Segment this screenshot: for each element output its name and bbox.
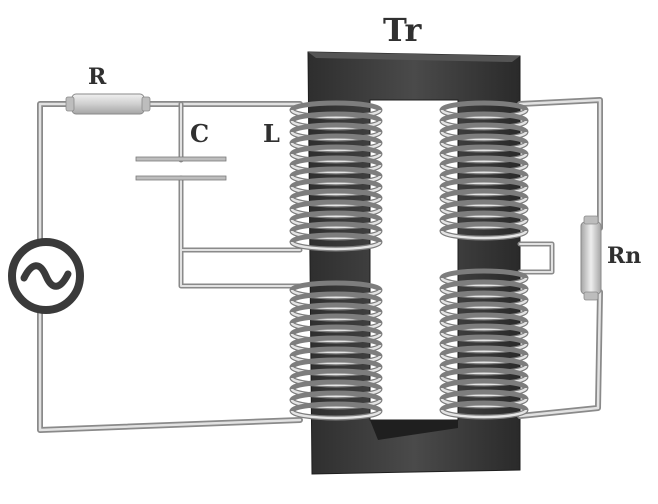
coil-turn-highlight [290, 333, 382, 343]
coil-turn-highlight [290, 153, 382, 163]
coil-turn-highlight [290, 230, 382, 240]
coil-turn-highlight [290, 208, 382, 218]
coil-turn-highlight [440, 365, 528, 375]
coil-turn-highlight [440, 153, 528, 163]
coil-turn-highlight [440, 109, 528, 119]
coil-turn-highlight [440, 354, 528, 364]
capacitor-c [135, 156, 227, 181]
coil-turn-highlight [440, 376, 528, 386]
coil-turn-highlight [290, 197, 382, 207]
coil-turn-highlight [290, 300, 382, 310]
coil-turn-highlight [440, 142, 528, 152]
load-resistor-rn [580, 215, 602, 301]
coil-turn-highlight [440, 299, 528, 309]
coil-turn-highlight [290, 109, 382, 119]
coil-turn-highlight [290, 219, 382, 229]
coil-turn-highlight [440, 164, 528, 174]
coil-turn-highlight [290, 186, 382, 196]
coil-turn-highlight [290, 131, 382, 141]
coil-turn-highlight [290, 410, 382, 420]
primary-coil [289, 100, 383, 421]
coil-turn-highlight [290, 399, 382, 409]
load-resistor-label: Rn [607, 243, 642, 269]
coil-turn-highlight [440, 332, 528, 342]
coil-turn-highlight [290, 322, 382, 332]
coil-turn-highlight [440, 277, 528, 287]
coil-turn-highlight [290, 289, 382, 299]
coil-turn-highlight [440, 175, 528, 185]
coil-turn-highlight [440, 310, 528, 320]
coil-turn-highlight [290, 311, 382, 321]
coil-turn-highlight [290, 164, 382, 174]
transformer-label: Tr [383, 11, 422, 49]
coil-turn-highlight [440, 230, 528, 240]
resistor-label: R [88, 64, 107, 90]
coil-turn-highlight [440, 398, 528, 408]
coil-turn-highlight [290, 366, 382, 376]
coil-turn-highlight [440, 131, 528, 141]
coil-turn-highlight [290, 120, 382, 130]
coil-turn-highlight [290, 344, 382, 354]
coil-turn-highlight [440, 343, 528, 353]
coil-turn-highlight [440, 321, 528, 331]
coil-turn-highlight [290, 377, 382, 387]
coil-turn-highlight [290, 142, 382, 152]
secondary-coil [439, 100, 529, 420]
coil-turn-highlight [290, 241, 382, 251]
coil-turn-highlight [440, 120, 528, 130]
inductor-label: L [263, 119, 280, 148]
coil-turn-highlight [440, 208, 528, 218]
coil-turn-highlight [440, 387, 528, 397]
coil-turn-highlight [440, 288, 528, 298]
capacitor-label: C [190, 119, 210, 148]
coil-turn-highlight [440, 409, 528, 419]
ac-source-icon [8, 238, 84, 314]
resistor-r [65, 93, 151, 115]
coil-turn-highlight [440, 219, 528, 229]
coil-turn-highlight [290, 175, 382, 185]
coil-turn-highlight [440, 197, 528, 207]
coil-turn-highlight [290, 388, 382, 398]
coil-turn-highlight [290, 355, 382, 365]
coil-turn-highlight [440, 186, 528, 196]
